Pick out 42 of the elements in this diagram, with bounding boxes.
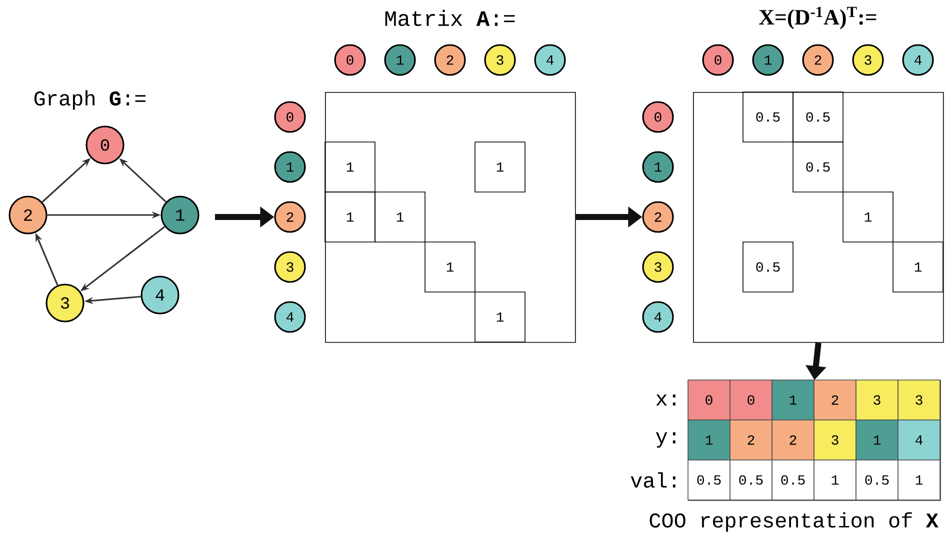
graph-node: 1: [160, 196, 200, 234]
row-label: y:: [656, 432, 676, 448]
matrix-cell: 1: [374, 192, 426, 242]
matrix-cell: 1: [324, 142, 376, 192]
matrix-cell: 1: [424, 242, 476, 292]
matrix-cell: 1: [474, 142, 526, 192]
matrix-cell: 1: [842, 192, 894, 242]
matrix-cell: 1: [892, 242, 944, 292]
table-cell: 3: [814, 420, 856, 460]
table-cell: 4: [898, 420, 940, 460]
table-cell: 0: [688, 380, 730, 420]
table-caption: COO representation of X: [650, 512, 938, 532]
table-cell: 1: [772, 380, 814, 420]
graph-node: 3: [46, 284, 84, 322]
row-label: val:: [630, 472, 676, 488]
graph-node: 4: [140, 276, 180, 314]
matrix-cell: 1: [474, 292, 526, 342]
table-cell: 1: [688, 420, 730, 460]
table-cell: 1: [898, 460, 940, 500]
matrix-title: Matrix A:=: [385, 10, 515, 26]
matrix-cell: 0.5: [742, 242, 794, 292]
matrix-cell: 0.5: [792, 92, 844, 142]
graph-node: 2: [8, 196, 48, 234]
matrix-cell: 0.5: [792, 142, 844, 192]
table-cell: 0.5: [730, 460, 772, 500]
table-cell: 2: [772, 420, 814, 460]
table-cell: 0: [730, 380, 772, 420]
matrix-title: X=(D$^{-1}$A)$^{T}$:=: [759, 6, 876, 30]
table-cell: 1: [814, 460, 856, 500]
table-cell: 0.5: [688, 460, 730, 500]
matrix-cell: 1: [324, 192, 376, 242]
table-cell: 0.5: [772, 460, 814, 500]
table-cell: 0.5: [856, 460, 898, 500]
table-cell: 1: [856, 420, 898, 460]
graph-node: 0: [86, 126, 124, 164]
row-label: x:: [656, 394, 676, 406]
graph-title: Graph G:=: [34, 90, 146, 110]
table-cell: 3: [898, 380, 940, 420]
table-cell: 3: [856, 380, 898, 420]
table-cell: 2: [814, 380, 856, 420]
matrix-cell: 0.5: [742, 92, 794, 142]
table-cell: 2: [730, 420, 772, 460]
